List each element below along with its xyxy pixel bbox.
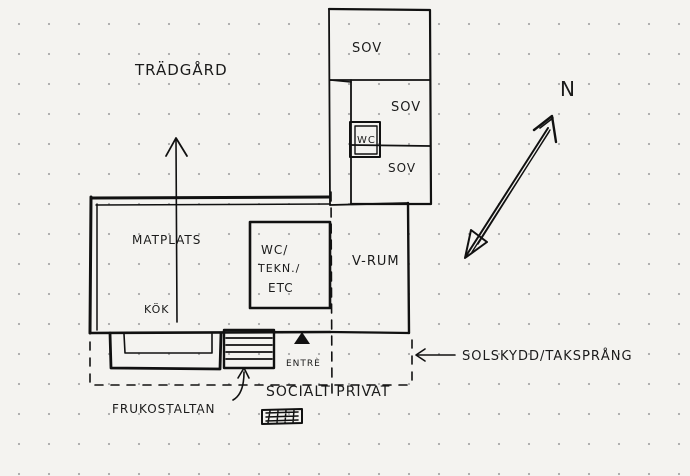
main-block xyxy=(88,195,411,335)
entrance-stairs xyxy=(222,328,276,370)
label-sov-2: SOV xyxy=(391,100,421,115)
label-wc-small: WC xyxy=(357,135,376,146)
scribbled-out-text xyxy=(261,408,303,425)
label-wc-tech-line1: WC/ xyxy=(261,243,288,257)
north-arrow-icon xyxy=(464,114,558,259)
frukostaltan-pointer-head-icon xyxy=(237,367,250,379)
label-north: N xyxy=(560,77,576,101)
label-wc-tech-line3: ETC xyxy=(268,281,294,295)
small-wc-room xyxy=(349,121,381,158)
wc-tech-room xyxy=(248,220,332,310)
social-private-divider xyxy=(330,191,333,396)
label-entre: ENTRÈ xyxy=(286,357,321,369)
label-frukostaltan: FRUKOSTALTAN xyxy=(112,402,216,416)
breakfast-deck xyxy=(108,331,223,371)
label-socialt-privat: SOCIALT PRIVAT xyxy=(266,384,390,400)
eave-overhang-line xyxy=(89,339,413,386)
entrance-arrow-icon xyxy=(294,332,310,344)
label-sov-1: SOV xyxy=(352,41,382,56)
label-wc-tech-line2: TEKN./ xyxy=(257,262,300,275)
label-solskydd: SOLSKYDD/TAKSPRÅNG xyxy=(462,348,633,364)
label-matplats: MATPLATS xyxy=(132,233,201,247)
label-tradgard: TRÄDGÅRD xyxy=(134,60,228,79)
solskydd-pointer-head-icon xyxy=(415,348,426,362)
frukostaltan-pointer-icon xyxy=(232,371,245,401)
label-kok: KÖK xyxy=(144,303,169,316)
garden-arrow-icon xyxy=(165,137,188,323)
label-sov-3: SOV xyxy=(388,161,416,175)
label-vrum: V-RUM xyxy=(352,254,400,269)
